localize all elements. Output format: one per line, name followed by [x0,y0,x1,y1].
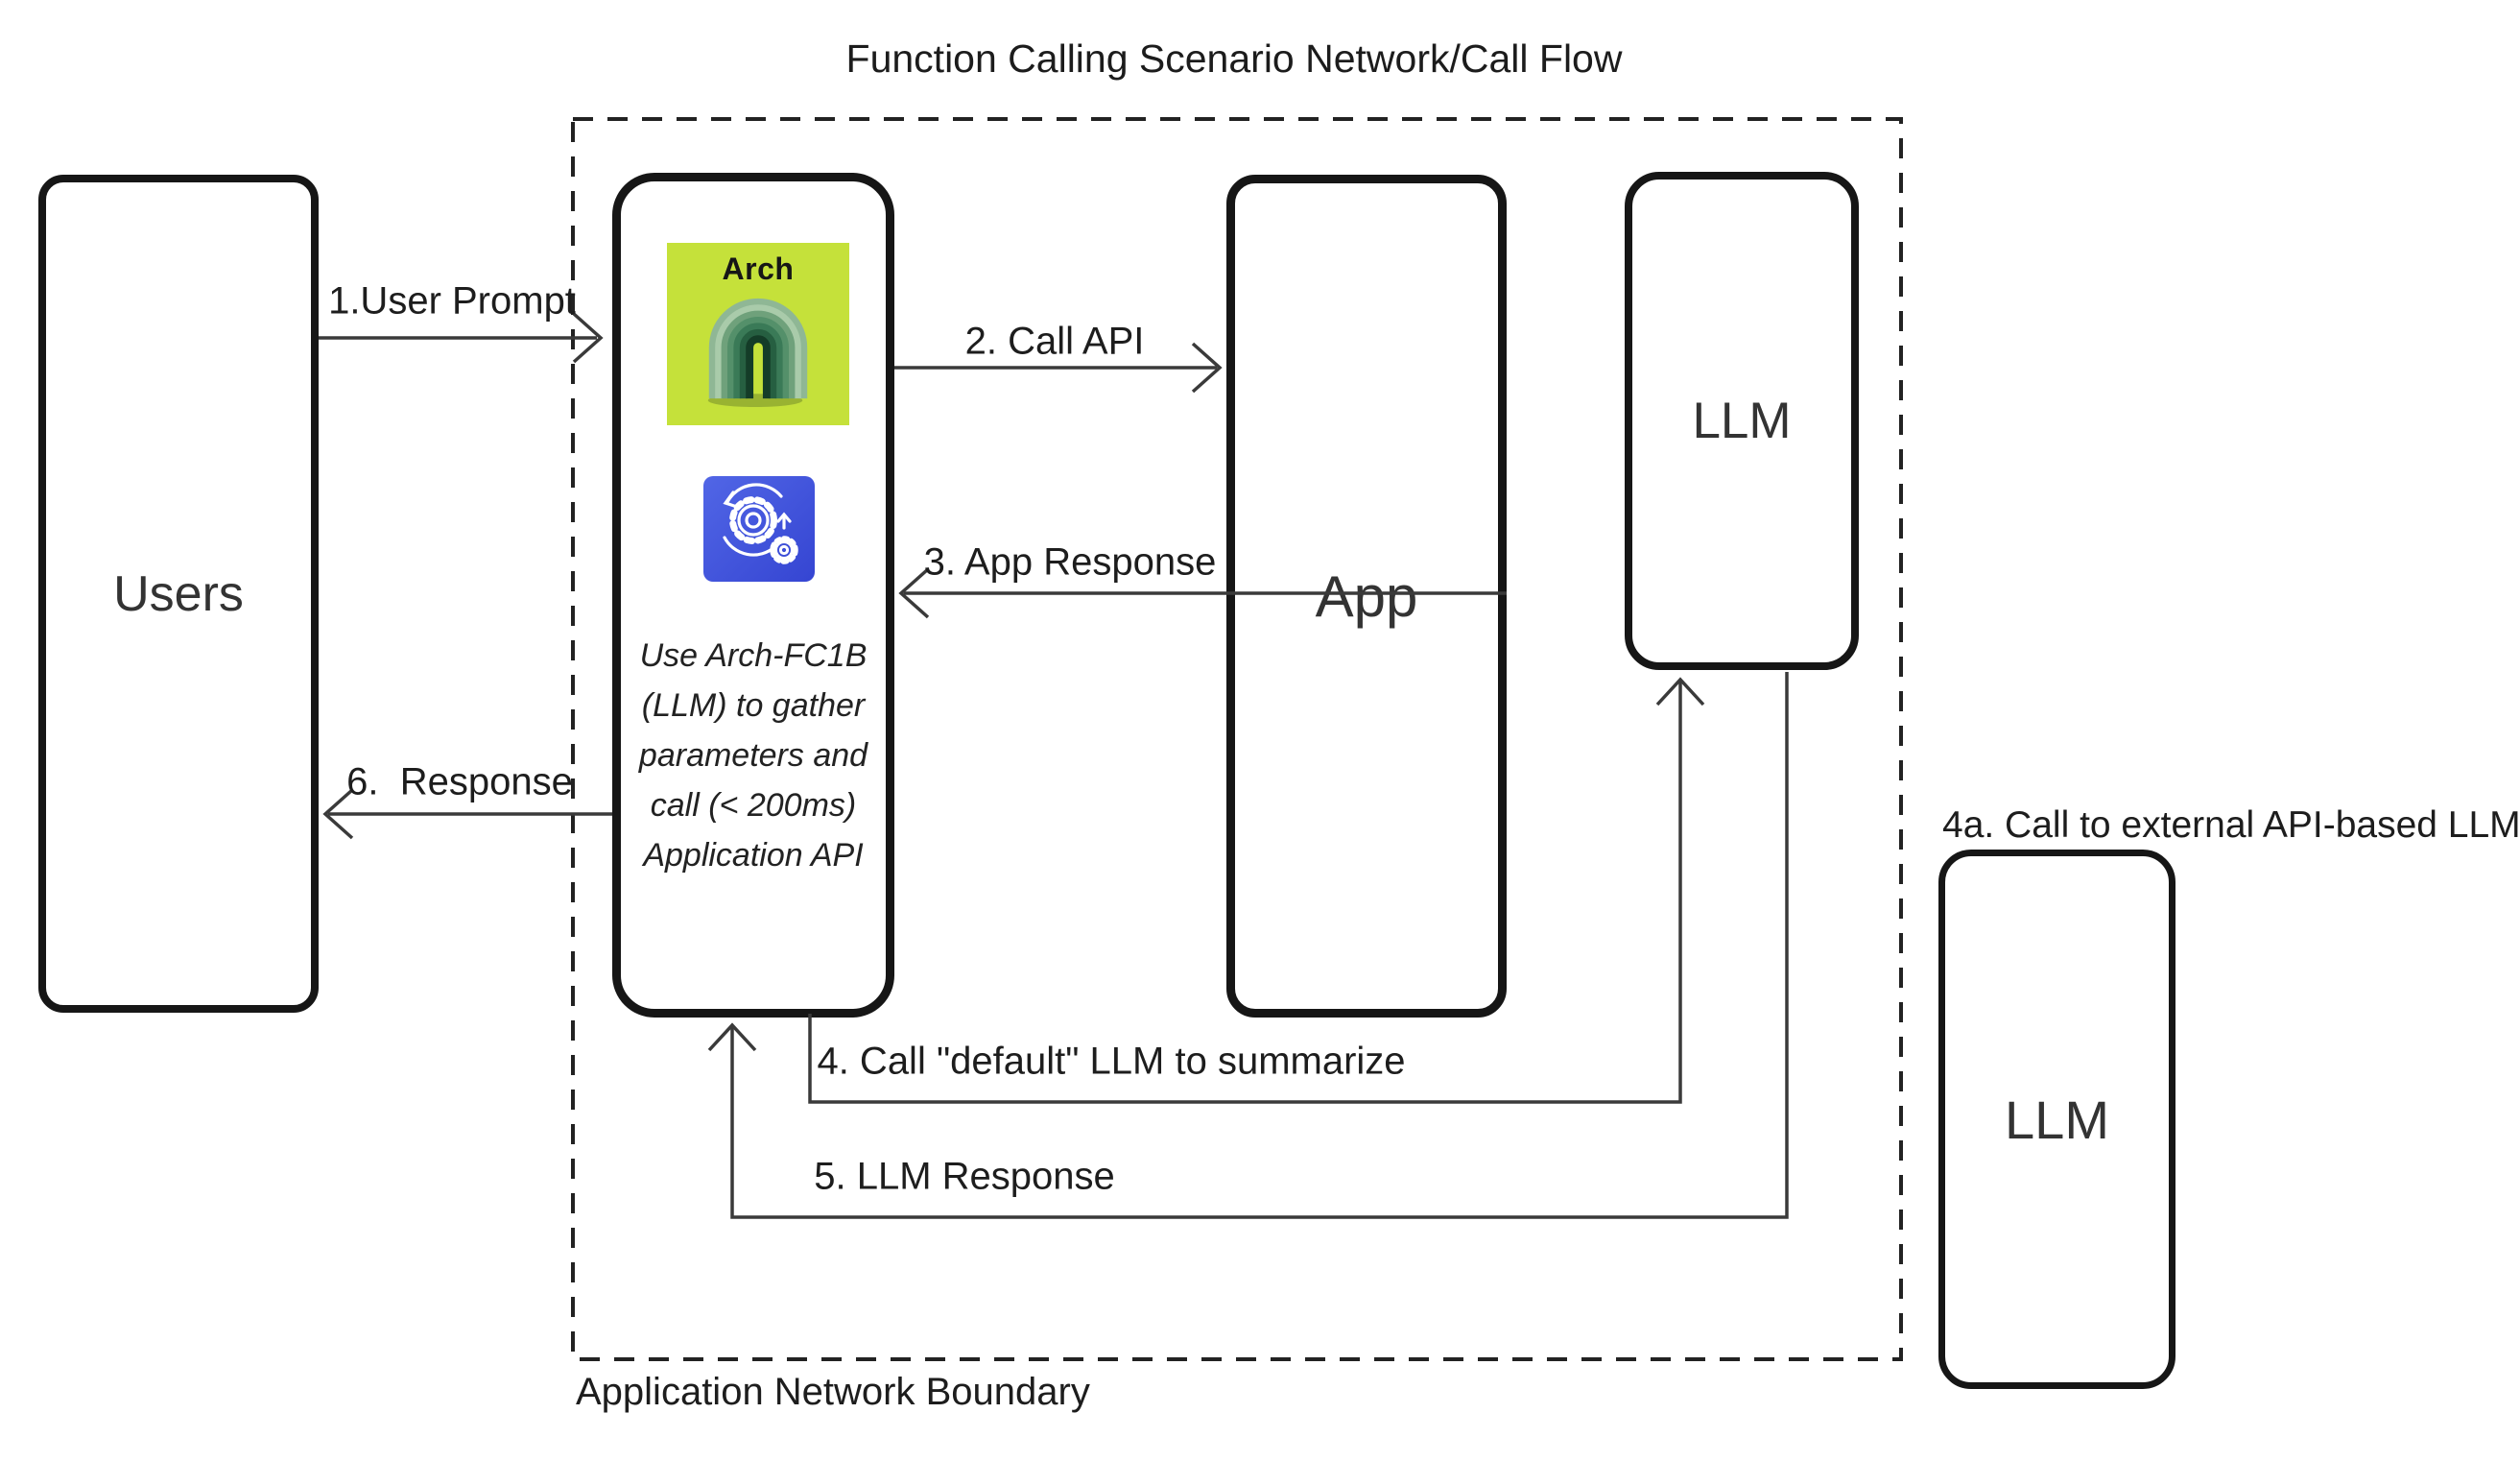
arch-logo-icon [707,298,808,408]
boundary-label: Application Network Boundary [576,1371,1090,1413]
llm-internal-label: LLM [1692,393,1792,449]
arrow-label-5: 5. LLM Response [814,1155,1115,1198]
arrow-label-6: 6. Response [346,760,573,803]
arch-note: Use Arch-FC1B (LLM) to gather parameters… [621,631,886,880]
llm-external-label: LLM [2005,1089,2109,1150]
arch-gateway-node: Arch [612,173,894,1018]
external-llm-caption: 4a. Call to external API-based LLM [1942,804,2520,846]
arch-note-line: call (< 200ms) [650,787,857,824]
arch-note-line: (LLM) to gather [641,687,866,724]
app-node: App [1226,175,1507,1018]
llm-internal-node: LLM [1625,172,1859,670]
llm-external-node: LLM [1938,850,2175,1389]
arch-note-line: Application API [643,837,864,874]
app-label: App [1315,563,1418,629]
arrow-label-3: 3. App Response [923,540,1217,584]
sync-gears-icon [703,476,815,582]
diagram-title: Function Calling Scenario Network/Call F… [845,36,1623,81]
arrow-label-4: 4. Call "default" LLM to summarize [817,1040,1406,1083]
arch-logo-wordmark: Arch [722,251,795,286]
users-node: Users [38,175,319,1013]
arrow-label-2: 2. Call API [964,320,1145,363]
sync-gears-glyph [723,483,798,564]
arch-note-line: Use Arch-FC1B [639,637,868,674]
arch-gateway-logo: Arch [667,243,849,425]
arrow-label-1: 1.User Prompt [328,279,576,323]
users-label: Users [113,565,244,622]
arch-note-line: parameters and [638,737,868,774]
